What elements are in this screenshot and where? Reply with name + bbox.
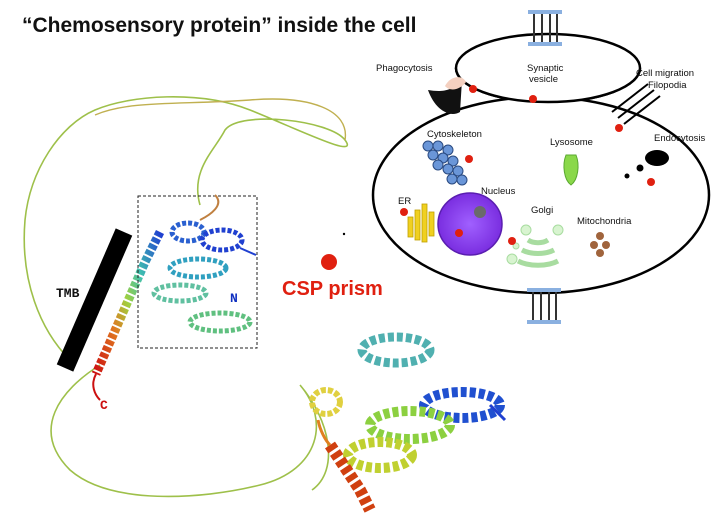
csp-prism-structure [309,332,507,513]
csp-full-structure [23,96,348,498]
page-title: “Chemosensory protein” inside the cell [22,14,417,37]
cell-diagram [371,10,711,324]
tmb-label: TMB [56,286,80,301]
core-helices [151,194,257,334]
c-terminal-helix [91,229,165,376]
cytoskeleton-icon [422,140,468,186]
receptor-icon-top [528,10,562,46]
csp-dots [400,85,655,245]
tmb-bar [56,228,133,372]
core-dashed-box [137,195,258,349]
filopodia-label: Filopodia [648,80,687,91]
nucleolus-icon [474,206,486,218]
csp-prism-label: CSP prism [282,278,383,300]
synaptic-vesicle-label-1: Synaptic [527,63,564,74]
nucleus-label: Nucleus [481,186,516,197]
phagocytosis-label: Phagocytosis [376,63,433,74]
peptide-loop-upper [94,98,347,141]
lysosome-label: Lysosome [550,137,593,148]
mitochondria-icon [590,232,610,257]
nucleus-icon [437,192,503,256]
cytoskeleton-label: Cytoskeleton [427,129,482,140]
mitochondria-label: Mitochondria [577,216,632,227]
synaptic-vesicle-label-2: vesicle [529,74,559,85]
receptor-icon-bottom [527,288,561,324]
golgi-icon [516,237,560,268]
er-label: ER [398,196,412,207]
c-terminus-label: C [100,398,108,413]
endocytosis-label: Endocytosis [654,133,706,144]
n-terminus-label: N [230,291,238,306]
csp-prism-dot [321,254,337,270]
filopodia [611,83,661,125]
er-icon [407,203,435,243]
endocytosis-vesicles [624,150,669,179]
cell-migration-label: Cell migration [636,68,695,79]
lysosome-icon [563,154,579,186]
golgi-label: Golgi [531,205,554,216]
